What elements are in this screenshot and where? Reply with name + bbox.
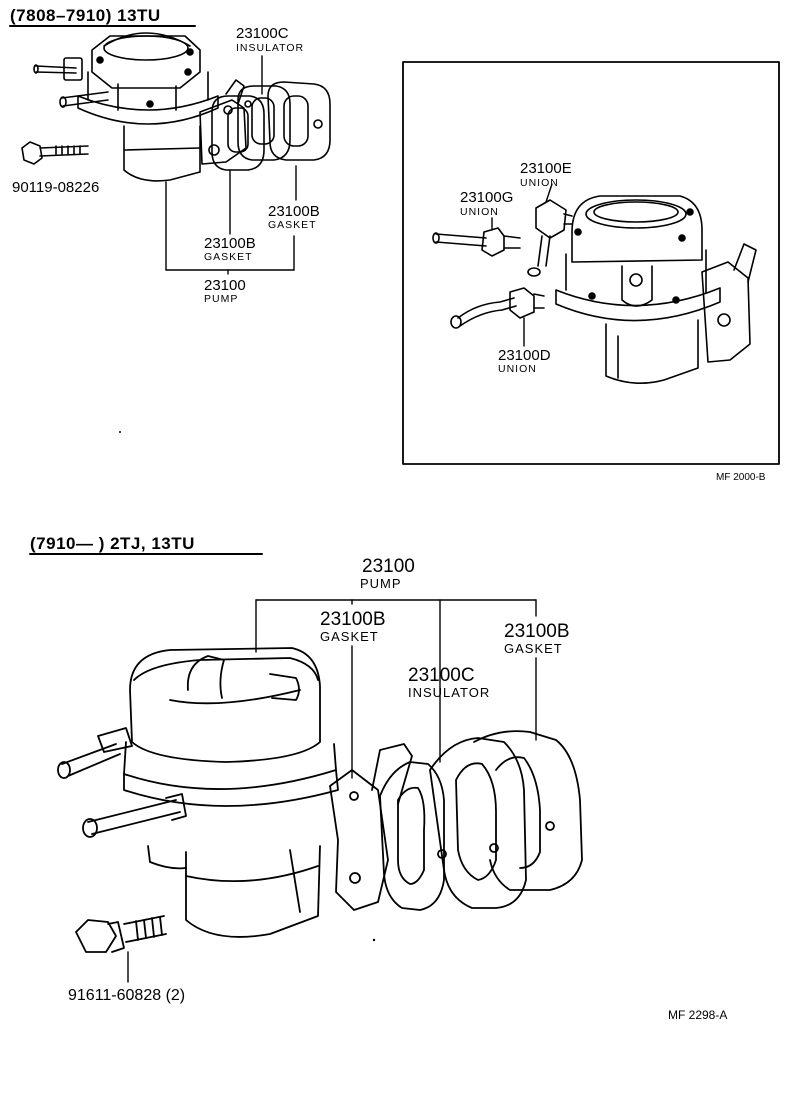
inset-figure-code: MF 2000-B: [716, 472, 766, 483]
bottom-gasket-left-number: 23100B: [320, 609, 386, 630]
inset-union-d-name: UNION: [498, 363, 537, 375]
bottom-insulator-number: 23100C: [408, 665, 475, 686]
bottom-pump-number: 23100: [362, 556, 415, 577]
top-section-header: (7808–7910) 13TU: [10, 6, 161, 25]
bottom-gasket-left-name: GASKET: [320, 629, 379, 644]
bottom-gasket-right-name: GASKET: [504, 641, 563, 656]
inset-union-g-number: 23100G: [460, 189, 514, 206]
inset-union-e-name: UNION: [520, 177, 559, 189]
top-insulator-name: INSULATOR: [236, 42, 305, 54]
top-gasket-right-name: GASKET: [268, 219, 317, 231]
top-bolt-number: 90119-08226: [12, 179, 100, 196]
inset-frame: [402, 61, 780, 465]
bottom-callout-lines: [127, 599, 537, 983]
top-gasket-left-number: 23100B: [204, 235, 256, 252]
speck: [119, 431, 121, 433]
bottom-pump-drawing: [57, 647, 583, 953]
top-callout-lines: [165, 55, 297, 275]
bottom-gasket-right-number: 23100B: [504, 621, 570, 642]
inset-union-e-number: 23100E: [520, 160, 572, 177]
bottom-section-header: (7910— ) 2TJ, 13TU: [30, 534, 195, 553]
bottom-pump-name: PUMP: [360, 576, 402, 591]
top-gasket-left-name: GASKET: [204, 251, 253, 263]
top-pump-number: 23100: [204, 277, 246, 294]
top-gasket-right-number: 23100B: [268, 203, 320, 220]
inset-callout-lines: [491, 183, 553, 347]
bottom-figure-code: MF 2298-A: [668, 1008, 728, 1022]
bottom-insulator-name: INSULATOR: [408, 685, 491, 700]
speck: [372, 938, 376, 942]
top-pump-drawing: [21, 32, 331, 182]
inset-union-d-number: 23100D: [498, 347, 551, 364]
bottom-bolt-number: 91611-60828 (2): [68, 987, 186, 1004]
top-pump-name: PUMP: [204, 293, 239, 305]
inset-union-g-name: UNION: [460, 206, 499, 218]
inset-pump-drawing: [432, 195, 757, 384]
top-insulator-number: 23100C: [236, 25, 289, 42]
